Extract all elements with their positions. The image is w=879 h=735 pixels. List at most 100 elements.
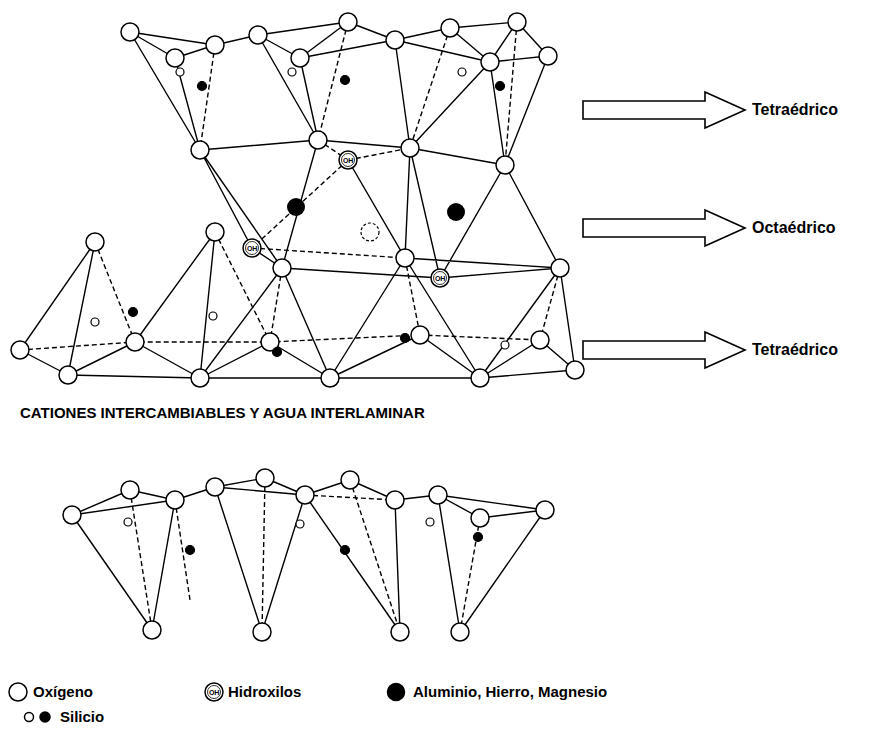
silicon-atom xyxy=(296,520,304,528)
oxygen-atom xyxy=(191,141,209,159)
hollow-arrows xyxy=(583,92,745,368)
hollow-arrow xyxy=(583,332,745,368)
oxygen-atom xyxy=(126,333,144,351)
silicon-atoms xyxy=(91,68,509,555)
oxygen-atom xyxy=(253,623,271,641)
interlayer-label: CATIONES INTERCAMBIABLES Y AGUA INTERLAM… xyxy=(20,404,425,421)
oxygen-atom xyxy=(391,623,409,641)
oxygen-atom xyxy=(339,13,357,31)
oxygen-atom xyxy=(539,47,557,65)
metal-atoms xyxy=(287,198,465,241)
silicon-atom xyxy=(91,318,99,326)
layer-label: Tetraédrico xyxy=(752,101,838,119)
lower-tetrahedral-hidden xyxy=(20,232,560,350)
oxygen-atom xyxy=(249,26,267,44)
oxygen-atom xyxy=(166,49,184,67)
oxygen-atom xyxy=(471,369,489,387)
oxygen-atom xyxy=(341,471,359,489)
hydroxyl-atoms xyxy=(243,151,449,287)
silicon-atom xyxy=(198,82,207,91)
oxygen-atom xyxy=(429,486,447,504)
silicon-atom xyxy=(209,312,217,320)
oxygen-atom xyxy=(59,366,77,384)
oxygen-atom xyxy=(451,623,469,641)
oxygen-atom xyxy=(508,13,526,31)
oxygen-atom xyxy=(551,259,569,277)
silicon-atom xyxy=(273,348,282,357)
oxygen-atom xyxy=(206,223,224,241)
metal-atom-hidden xyxy=(361,223,379,241)
silicon-atom xyxy=(288,68,296,76)
hydroxyl-atom xyxy=(339,151,357,169)
silicon-atom xyxy=(474,533,483,542)
oxygen-atom xyxy=(441,19,459,37)
oxygen-atom xyxy=(411,326,429,344)
sheet-edges xyxy=(20,22,575,632)
next-tetrahedral-sheet xyxy=(72,478,545,632)
oxygen-atom xyxy=(386,31,404,49)
hydroxyl-atom xyxy=(243,239,261,257)
oxygen-atoms xyxy=(11,13,584,641)
layer-label: Tetraédrico xyxy=(752,341,838,359)
layer-label: Octaédrico xyxy=(752,219,836,237)
metal-sample xyxy=(388,684,405,701)
oxygen-atom xyxy=(471,509,489,527)
legend-label: Silicio xyxy=(60,708,104,725)
hydroxyl-mark: OH xyxy=(243,245,261,252)
metal-atom xyxy=(447,203,465,221)
silicon-sample xyxy=(40,712,50,722)
silicon-atom xyxy=(496,82,505,91)
oxygen-atom xyxy=(531,331,549,349)
oxygen-atom xyxy=(86,233,104,251)
hydroxyl-atom xyxy=(431,269,449,287)
silicon-atom xyxy=(341,546,350,555)
oxygen-atom xyxy=(481,53,499,71)
silicon-atom xyxy=(458,68,466,76)
oxygen-atom xyxy=(401,139,419,157)
oxygen-atom xyxy=(63,506,81,524)
legend-label: Hidroxilos xyxy=(228,683,301,700)
oxygen-atom xyxy=(386,491,404,509)
oxygen-atom xyxy=(256,469,274,487)
hydroxyl-mark: OH xyxy=(205,689,223,696)
metal-atom xyxy=(287,198,305,216)
silicon-atom xyxy=(501,341,509,349)
silicon-atom xyxy=(401,334,410,343)
upper-tetrahedral-sheet xyxy=(130,22,548,165)
silicon-atom xyxy=(426,518,434,526)
hollow-arrow xyxy=(583,92,745,128)
octahedral-hidden xyxy=(252,140,410,258)
lower-tetrahedral-sheet xyxy=(20,232,575,378)
oxygen-atom xyxy=(566,361,584,379)
legend-label: Oxígeno xyxy=(33,683,93,700)
oxygen-atom xyxy=(291,49,309,67)
oxygen-atom xyxy=(166,491,184,509)
oxygen-atom xyxy=(191,369,209,387)
hydroxyl-mark: OH xyxy=(339,157,357,164)
oxygen-atom xyxy=(396,249,414,267)
oxygen-sample xyxy=(9,683,27,701)
silicon-atom xyxy=(341,76,350,85)
legend-label: Aluminio, Hierro, Magnesio xyxy=(413,683,607,700)
oxygen-atom xyxy=(206,36,224,54)
oxygen-atom xyxy=(496,156,514,174)
next-tetrahedral-hidden xyxy=(130,478,480,632)
oxygen-atom xyxy=(11,341,29,359)
hydroxyl-sample xyxy=(205,683,223,701)
oxygen-atom xyxy=(296,486,314,504)
silicon-atom xyxy=(129,308,138,317)
hollow-arrow xyxy=(583,210,745,246)
silicon-atom xyxy=(186,546,195,555)
silicon-sample xyxy=(25,713,34,722)
hydroxyl-mark: OH xyxy=(431,275,449,282)
silicon-atom xyxy=(176,68,184,76)
oxygen-atom xyxy=(273,259,291,277)
oxygen-atom xyxy=(536,501,554,519)
oxygen-atom xyxy=(121,23,139,41)
oxygen-atom xyxy=(309,131,327,149)
oxygen-atom xyxy=(206,478,224,496)
oxygen-atom xyxy=(321,369,339,387)
octahedral-sheet xyxy=(200,140,560,278)
